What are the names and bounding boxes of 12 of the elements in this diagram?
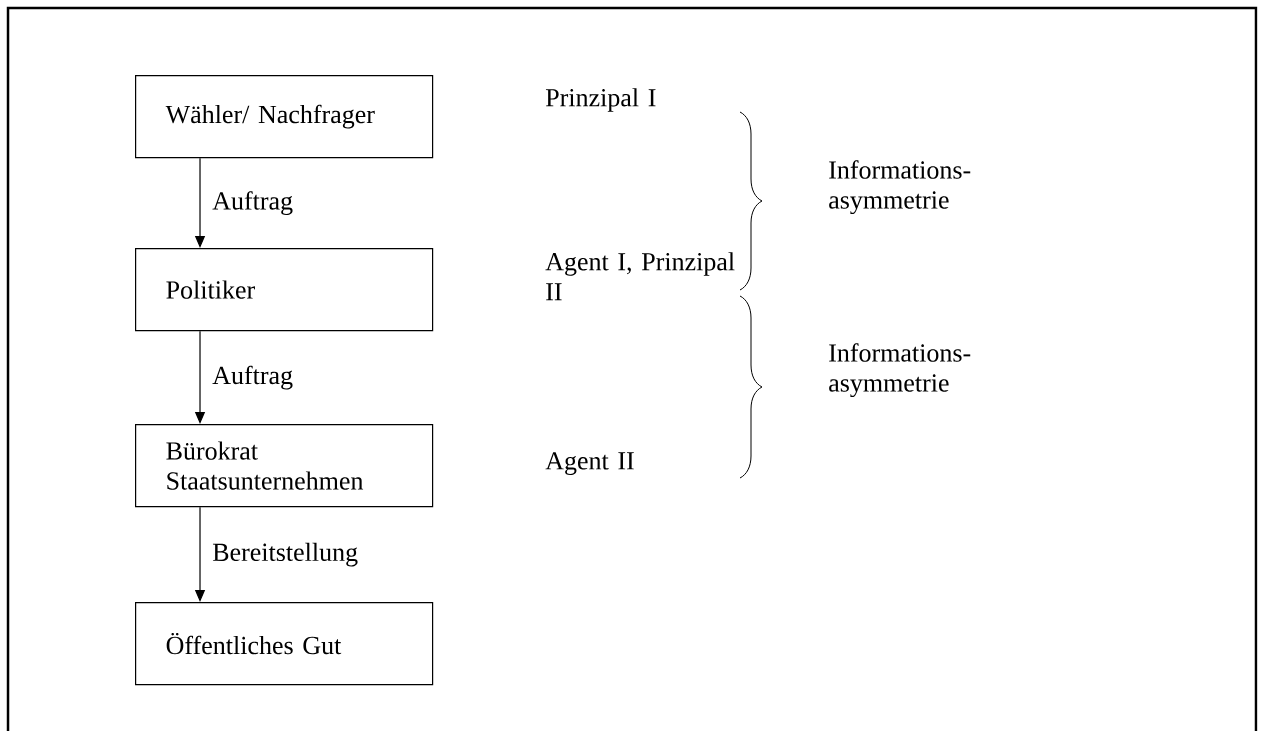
edge-label: Auftrag [212, 191, 293, 216]
role-label: Prinzipal I [545, 88, 656, 112]
process-box: Wähler/ Nachfrager [135, 75, 434, 159]
role-label: Informations- asymmetrie [829, 160, 971, 215]
edge-label: Auftrag [212, 365, 293, 390]
role-label: Agent I, Prinzipal II [545, 252, 735, 301]
process-box: Bürokrat Staatsunternehmen [135, 424, 434, 508]
role-label: Informations- asymmetrie [829, 343, 971, 398]
process-box: Öffentliches Gut [135, 602, 434, 686]
role-label: Agent II [545, 452, 634, 475]
process-box: Politiker [135, 248, 434, 332]
edge-label: Bereitstellung [212, 542, 358, 567]
